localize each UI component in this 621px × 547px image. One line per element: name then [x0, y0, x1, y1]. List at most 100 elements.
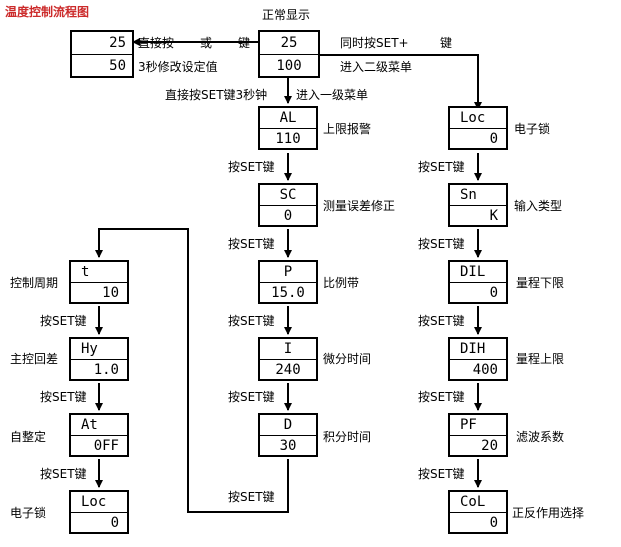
label-sc: 测量误差修正	[323, 199, 396, 213]
label-t: 控制周期	[10, 276, 59, 290]
label-col: 正反作用选择	[512, 506, 585, 520]
hy-divider	[71, 359, 127, 360]
sc-box: SC 0	[258, 183, 318, 227]
label-press-set-5: 按SET键	[228, 490, 275, 504]
al-bottom: 110	[275, 131, 301, 147]
label-press-set-6: 按SET键	[40, 314, 87, 328]
label-press-set-4: 按SET键	[228, 390, 275, 404]
dil-divider	[450, 282, 506, 283]
arrow-d-to-t	[95, 228, 289, 513]
label-simul-key: 键	[440, 36, 453, 50]
setpoint-bottom: 50	[109, 58, 126, 74]
at-box: At 0FF	[69, 413, 129, 457]
label-loc-left: 电子锁	[10, 506, 47, 520]
label-press-set-13: 按SET键	[418, 467, 465, 481]
loc-right-box: Loc 0	[448, 106, 508, 150]
dil-box: DIL 0	[448, 260, 508, 304]
label-press-set-11: 按SET键	[418, 314, 465, 328]
setpoint-box: 25 50	[70, 30, 134, 78]
label-direct-set-3s: 直接按SET键3秒钟	[165, 88, 268, 102]
label-press-set-12: 按SET键	[418, 390, 465, 404]
label-press-set-1: 按SET键	[228, 160, 275, 174]
arrow-normal-to-loc-right	[319, 54, 482, 110]
normal-bottom: 100	[276, 58, 302, 74]
normal-divider	[260, 54, 318, 55]
label-dil: 量程下限	[516, 276, 565, 290]
label-normal-display: 正常显示	[262, 8, 311, 22]
label-direct-press: 直接按	[138, 36, 175, 50]
at-divider	[71, 435, 127, 436]
at-top: At	[81, 417, 98, 433]
sc-bottom: 0	[283, 208, 293, 224]
normal-box: 25 100	[258, 30, 320, 78]
al-divider	[260, 128, 316, 129]
dih-bottom: 400	[472, 362, 498, 378]
dih-box: DIH 400	[448, 337, 508, 381]
i-box: I 240	[258, 337, 318, 381]
loc-left-box: Loc 0	[69, 490, 129, 534]
label-press-set-9: 按SET键	[418, 160, 465, 174]
p-divider	[260, 282, 316, 283]
label-pf: 滤波系数	[516, 430, 565, 444]
p-box: P 15.0	[258, 260, 318, 304]
dil-top: DIL	[460, 264, 486, 280]
label-modify-hint: 3秒修改设定值	[138, 60, 218, 74]
i-bottom: 240	[275, 362, 301, 378]
label-simul-press: 同时按SET+	[340, 36, 409, 50]
label-or: 或	[200, 36, 213, 50]
dil-bottom: 0	[489, 285, 498, 301]
label-at: 自整定	[10, 430, 47, 444]
loc-left-bottom: 0	[110, 515, 119, 531]
col-box: CoL 0	[448, 490, 508, 534]
d-top: D	[283, 417, 293, 433]
label-d: 积分时间	[323, 430, 372, 444]
pf-bottom: 20	[481, 438, 498, 454]
t-box: t 10	[69, 260, 129, 304]
pf-top: PF	[460, 417, 477, 433]
label-i: 微分时间	[323, 352, 372, 366]
p-bottom: 15.0	[271, 285, 305, 301]
d-bottom: 30	[279, 438, 297, 454]
label-sn: 输入类型	[514, 199, 563, 213]
hy-top: Hy	[81, 341, 98, 357]
label-loc-right: 电子锁	[514, 122, 551, 136]
loc-left-top: Loc	[81, 494, 107, 510]
i-divider	[260, 359, 316, 360]
sn-divider	[450, 205, 506, 206]
sn-box: Sn K	[448, 183, 508, 227]
label-press-set-2: 按SET键	[228, 237, 275, 251]
label-hy: 主控回差	[10, 352, 59, 366]
label-enter-level1: 进入一级菜单	[296, 88, 369, 102]
label-press-set-8: 按SET键	[40, 467, 87, 481]
sc-divider	[260, 205, 316, 206]
label-enter-level2: 进入二级菜单	[340, 60, 413, 74]
normal-top: 25	[280, 35, 298, 51]
col-top: CoL	[460, 494, 486, 510]
label-key: 键	[238, 36, 251, 50]
dih-divider	[450, 359, 506, 360]
loc-right-divider	[450, 128, 506, 129]
t-bottom: 10	[102, 285, 119, 301]
dih-top: DIH	[460, 341, 486, 357]
label-press-set-10: 按SET键	[418, 237, 465, 251]
sn-top: Sn	[460, 187, 477, 203]
hy-bottom: 1.0	[93, 362, 119, 378]
t-divider	[71, 282, 127, 283]
setpoint-divider	[72, 54, 132, 55]
label-al: 上限报警	[323, 122, 372, 136]
setpoint-top: 25	[109, 35, 126, 51]
d-divider	[260, 435, 316, 436]
label-dih: 量程上限	[516, 352, 565, 366]
label-press-set-3: 按SET键	[228, 314, 275, 328]
sc-top: SC	[279, 187, 297, 203]
p-top: P	[283, 264, 293, 280]
col-divider	[450, 512, 506, 513]
i-top: I	[283, 341, 293, 357]
al-box: AL 110	[258, 106, 318, 150]
hy-box: Hy 1.0	[69, 337, 129, 381]
sn-bottom: K	[489, 208, 498, 224]
pf-box: PF 20	[448, 413, 508, 457]
loc-right-bottom: 0	[489, 131, 498, 147]
